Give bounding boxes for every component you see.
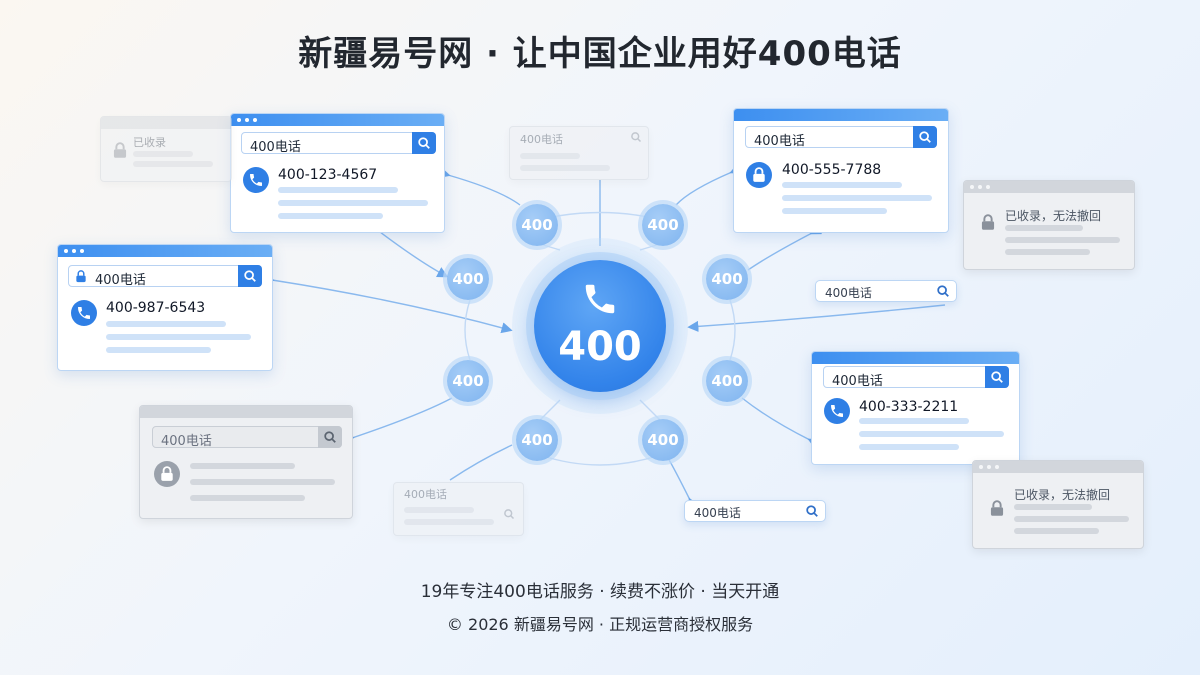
status-text: 已收录，无法撤回 bbox=[1014, 488, 1111, 502]
faint-window-1: 已收录 bbox=[100, 116, 232, 182]
phone-number: 400-333-2211 bbox=[859, 399, 959, 415]
search-pill[interactable]: 400电话 bbox=[684, 500, 826, 522]
search-input[interactable]: 400电话 bbox=[68, 265, 262, 288]
phone-number: 400-987-6543 bbox=[106, 300, 206, 316]
phone-number: 400-123-4567 bbox=[278, 167, 378, 183]
search-window-5: 400电话 bbox=[139, 405, 353, 519]
lock-icon bbox=[975, 209, 1001, 235]
search-window-1: 400电话 400-123-4567 bbox=[230, 113, 445, 233]
hub-400: 400 bbox=[534, 260, 666, 392]
search-window-2: 400电话 400-987-6543 bbox=[57, 244, 273, 371]
node-400: 400 bbox=[447, 360, 489, 402]
footer-copyright: © 2026 新疆易号网 · 正规运营商授权服务 bbox=[446, 615, 754, 634]
search-button[interactable] bbox=[913, 126, 937, 148]
phone-icon bbox=[71, 300, 97, 326]
phone-number: 400-555-7788 bbox=[782, 162, 882, 178]
node-400: 400 bbox=[706, 360, 748, 402]
search-text: 400电话 bbox=[520, 133, 563, 146]
hub-label: 400 bbox=[558, 324, 642, 370]
search-button[interactable] bbox=[412, 132, 436, 154]
search-icon bbox=[991, 371, 1003, 383]
phone-icon bbox=[243, 167, 269, 193]
search-button[interactable] bbox=[985, 366, 1009, 388]
search-button[interactable] bbox=[238, 265, 262, 287]
search-window-4: 400电话 400-333-2211 bbox=[811, 351, 1020, 465]
node-400: 400 bbox=[642, 204, 684, 246]
search-icon bbox=[418, 137, 430, 149]
search-pill[interactable]: 400电话 bbox=[815, 280, 957, 302]
search-input[interactable]: 400电话 bbox=[745, 126, 937, 149]
footer-tagline: 19年专注400电话服务 · 续费不涨价 · 当天开通 bbox=[420, 582, 780, 602]
recorded-window-2: 已收录，无法撤回 bbox=[972, 460, 1144, 549]
node-400: 400 bbox=[516, 204, 558, 246]
search-icon bbox=[504, 509, 515, 520]
search-icon bbox=[919, 131, 931, 143]
search-input[interactable]: 400电话 bbox=[241, 132, 436, 155]
lock-icon bbox=[107, 137, 133, 163]
phone-icon bbox=[824, 398, 850, 424]
search-input[interactable]: 400电话 bbox=[152, 426, 342, 449]
recorded-window-1: 已收录，无法撤回 bbox=[963, 180, 1135, 270]
phone-icon bbox=[585, 284, 615, 314]
search-icon bbox=[324, 431, 336, 443]
node-400: 400 bbox=[447, 258, 489, 300]
node-400: 400 bbox=[516, 419, 558, 461]
faint-window-2: 400电话 bbox=[509, 126, 649, 180]
search-window-3: 400电话 400-555-7788 bbox=[733, 108, 949, 233]
status-text: 已收录，无法撤回 bbox=[1005, 209, 1102, 223]
faint-window-3: 400电话 bbox=[393, 482, 524, 536]
search-icon bbox=[937, 285, 949, 297]
lock-icon bbox=[154, 461, 180, 487]
search-button[interactable] bbox=[318, 426, 342, 448]
search-icon bbox=[244, 270, 256, 282]
search-input[interactable]: 400电话 bbox=[823, 366, 1009, 389]
search-text: 400电话 bbox=[404, 488, 447, 501]
page-title: 新疆易号网 · 让中国企业用好400电话 bbox=[298, 34, 902, 74]
search-icon bbox=[806, 505, 818, 517]
lock-icon bbox=[984, 495, 1010, 521]
lock-icon bbox=[746, 162, 772, 188]
node-400: 400 bbox=[642, 419, 684, 461]
lock-icon bbox=[76, 270, 86, 283]
search-icon bbox=[631, 132, 642, 143]
status-text: 已收录 bbox=[133, 136, 166, 149]
node-400: 400 bbox=[706, 258, 748, 300]
